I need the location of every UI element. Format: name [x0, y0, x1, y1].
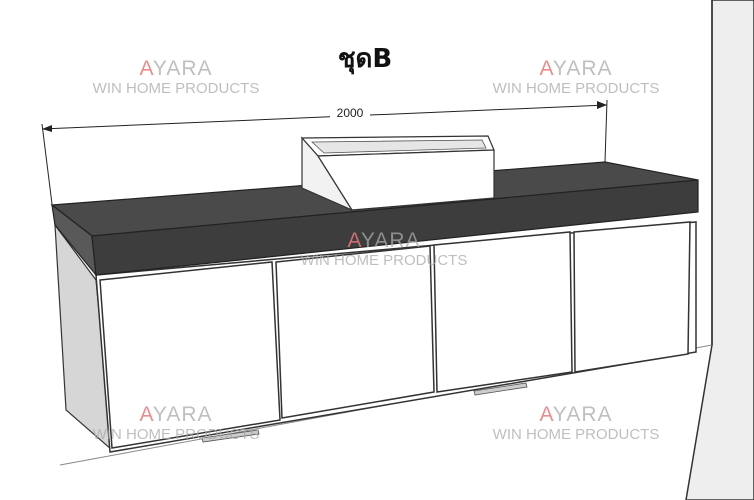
- cabinet-door-1: [99, 261, 281, 449]
- dimension-arrow-right: [597, 101, 607, 109]
- sink-front: [316, 149, 495, 211]
- watermark-subtitle: WIN HOME PRODUCTS: [300, 252, 468, 269]
- watermark-brand: AYARA: [539, 403, 613, 426]
- watermark-subtitle: WIN HOME PRODUCTS: [92, 426, 260, 443]
- cabinet-door-3: [433, 231, 573, 393]
- watermark-brand: AYARA: [139, 57, 213, 80]
- watermark-top-left: AYARA WIN HOME PRODUCTS: [76, 58, 276, 96]
- dimension-extension-right: [604, 99, 608, 163]
- door-handle-2: [473, 382, 528, 396]
- watermark-center: AYARA WIN HOME PRODUCTS: [284, 230, 484, 268]
- watermark-brand: AYARA: [539, 57, 613, 80]
- dimension-label: 2000: [330, 106, 370, 120]
- watermark-subtitle: WIN HOME PRODUCTS: [492, 426, 660, 443]
- dimension-arrow-left: [42, 125, 52, 132]
- watermark-top-right: AYARA WIN HOME PRODUCTS: [476, 58, 676, 96]
- door-handle-1: [201, 429, 260, 443]
- watermark-brand: AYARA: [347, 229, 421, 252]
- watermark-subtitle: WIN HOME PRODUCTS: [92, 80, 260, 97]
- dimension-line: [41, 104, 608, 130]
- dimension-extension-left: [41, 123, 53, 205]
- cabinet-door-4: [573, 221, 691, 373]
- watermark-bottom-left: AYARA WIN HOME PRODUCTS: [76, 404, 276, 442]
- watermark-subtitle: WIN HOME PRODUCTS: [492, 80, 660, 97]
- countertop-front: [91, 179, 699, 276]
- watermark-bottom-right: AYARA WIN HOME PRODUCTS: [476, 404, 676, 442]
- cabinet-door-2: [275, 245, 435, 419]
- set-title: ชุดB: [337, 44, 393, 74]
- sink-inner: [310, 139, 487, 154]
- watermark-brand: AYARA: [139, 403, 213, 426]
